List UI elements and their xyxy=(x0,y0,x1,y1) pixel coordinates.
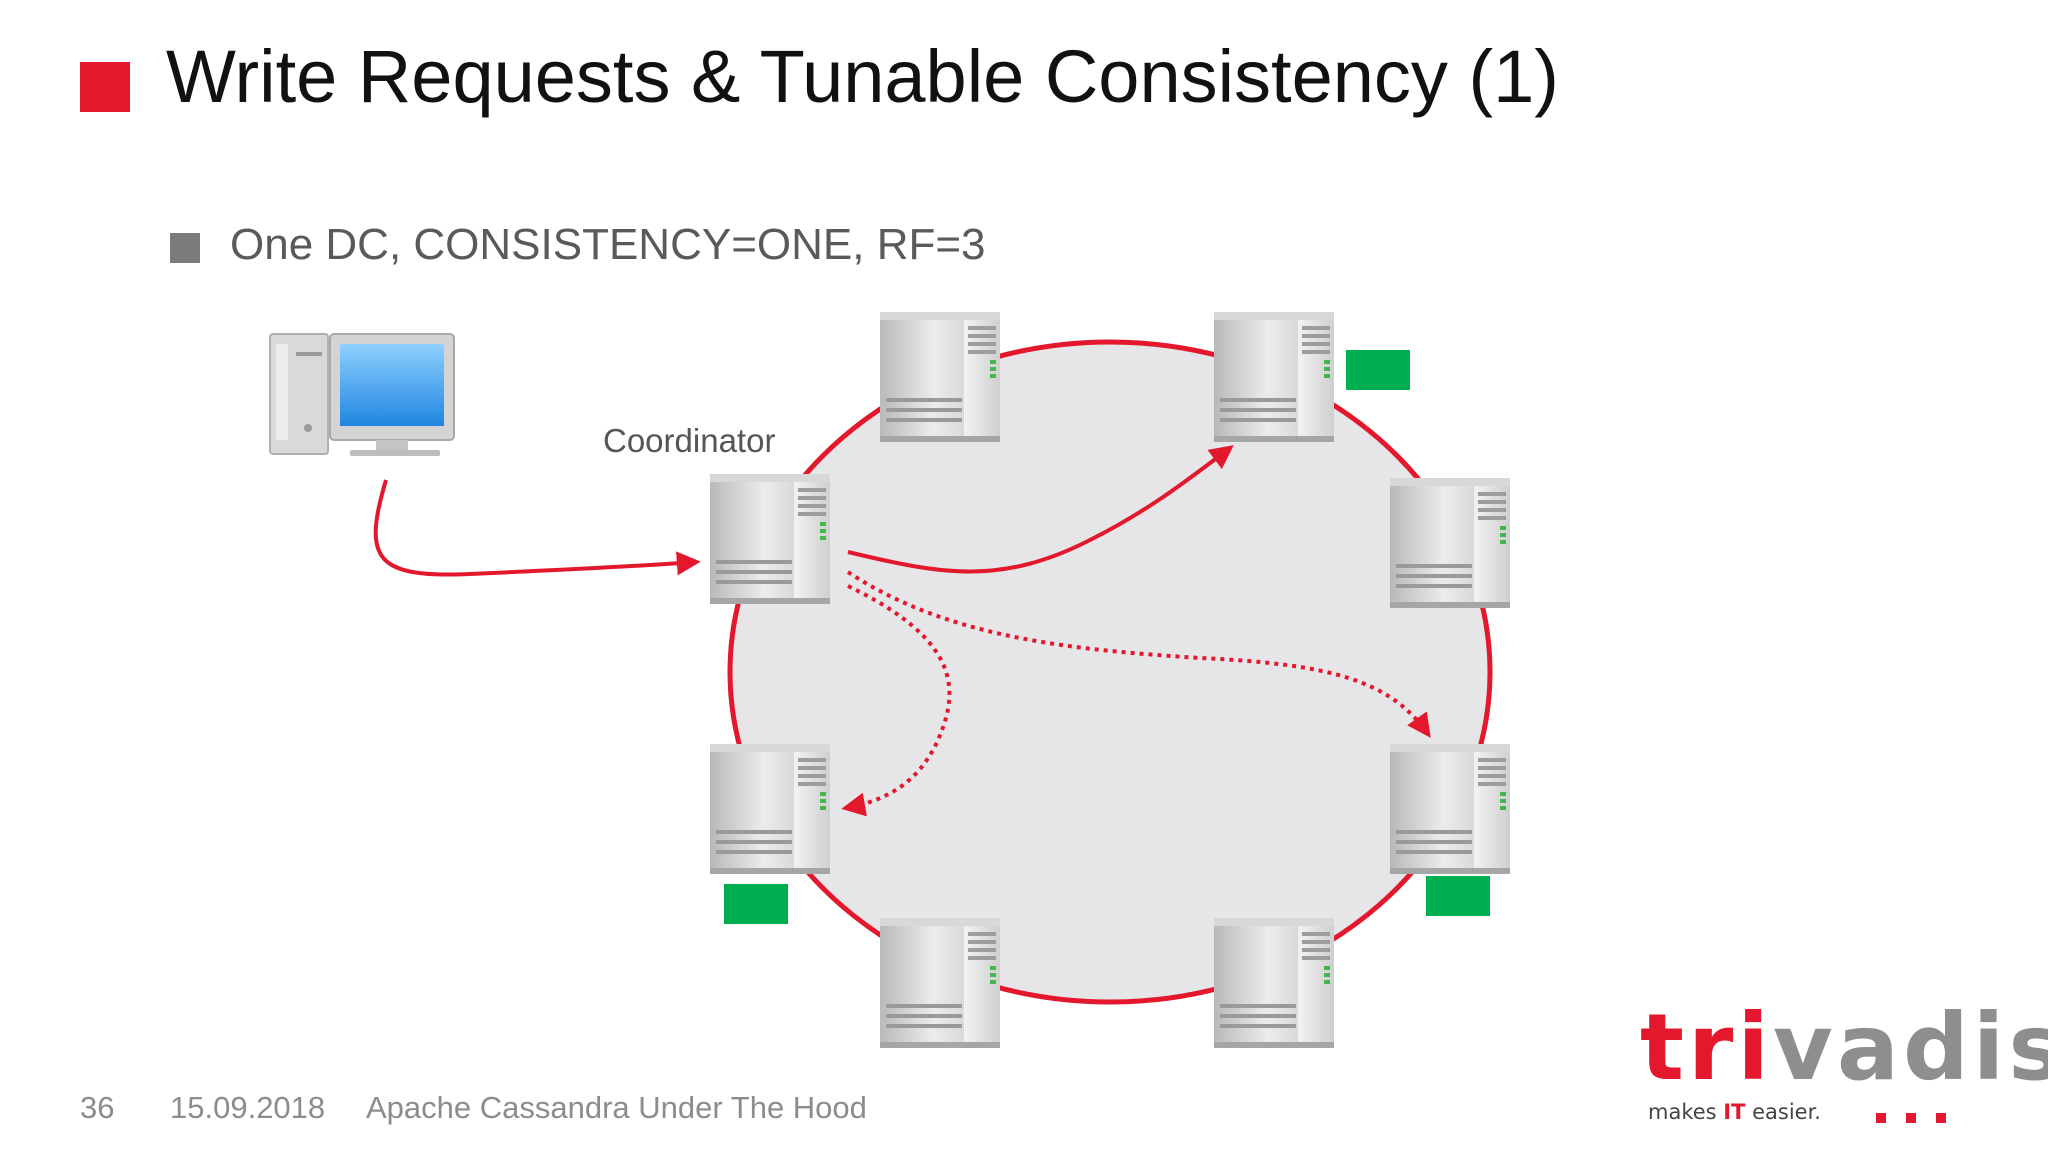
logo-tagline-highlight: IT xyxy=(1723,1100,1746,1124)
arrow-client-to-coordinator xyxy=(373,479,701,577)
client-computer-icon xyxy=(269,333,455,456)
replica-marker xyxy=(724,884,788,924)
server-node-right-lower xyxy=(1390,744,1510,874)
trivadis-logo: trivadis xyxy=(1640,1002,2048,1094)
title-accent-square xyxy=(80,62,130,112)
logo-tagline: makes IT easier. xyxy=(1648,1100,1821,1124)
arrow-write-replica-ack xyxy=(847,445,1234,574)
logo-word-red: tri xyxy=(1640,994,1773,1101)
logo-dots xyxy=(1876,1110,1966,1128)
logo-tagline-before: makes xyxy=(1648,1100,1724,1124)
logo-word-gray: vadis xyxy=(1772,994,2048,1101)
coordinator-label: Coordinator xyxy=(603,422,776,459)
footer-presentation-title: Apache Cassandra Under The Hood xyxy=(366,1090,867,1125)
cluster-ring xyxy=(727,339,1493,1005)
server-node-left-lower xyxy=(710,744,830,874)
server-node-coordinator xyxy=(710,474,830,604)
server-node-bottom-right xyxy=(1214,918,1334,1048)
bullet-text: One DC, CONSISTENCY=ONE, RF=3 xyxy=(230,220,986,269)
arrow-write-replica-async xyxy=(846,570,1431,738)
footer-page-number: 36 xyxy=(80,1090,115,1125)
slide-title: Write Requests & Tunable Consistency (1) xyxy=(166,35,1559,118)
bullet-marker xyxy=(170,233,200,263)
logo-tagline-after: easier. xyxy=(1745,1100,1821,1124)
replica-marker xyxy=(1346,350,1410,390)
server-node-top-right xyxy=(1214,312,1334,442)
server-node-bottom-left xyxy=(880,918,1000,1048)
footer-date: 15.09.2018 xyxy=(170,1090,326,1125)
server-node-right-upper xyxy=(1390,478,1510,608)
server-node-top-left xyxy=(880,312,1000,442)
replica-marker xyxy=(1426,876,1490,916)
